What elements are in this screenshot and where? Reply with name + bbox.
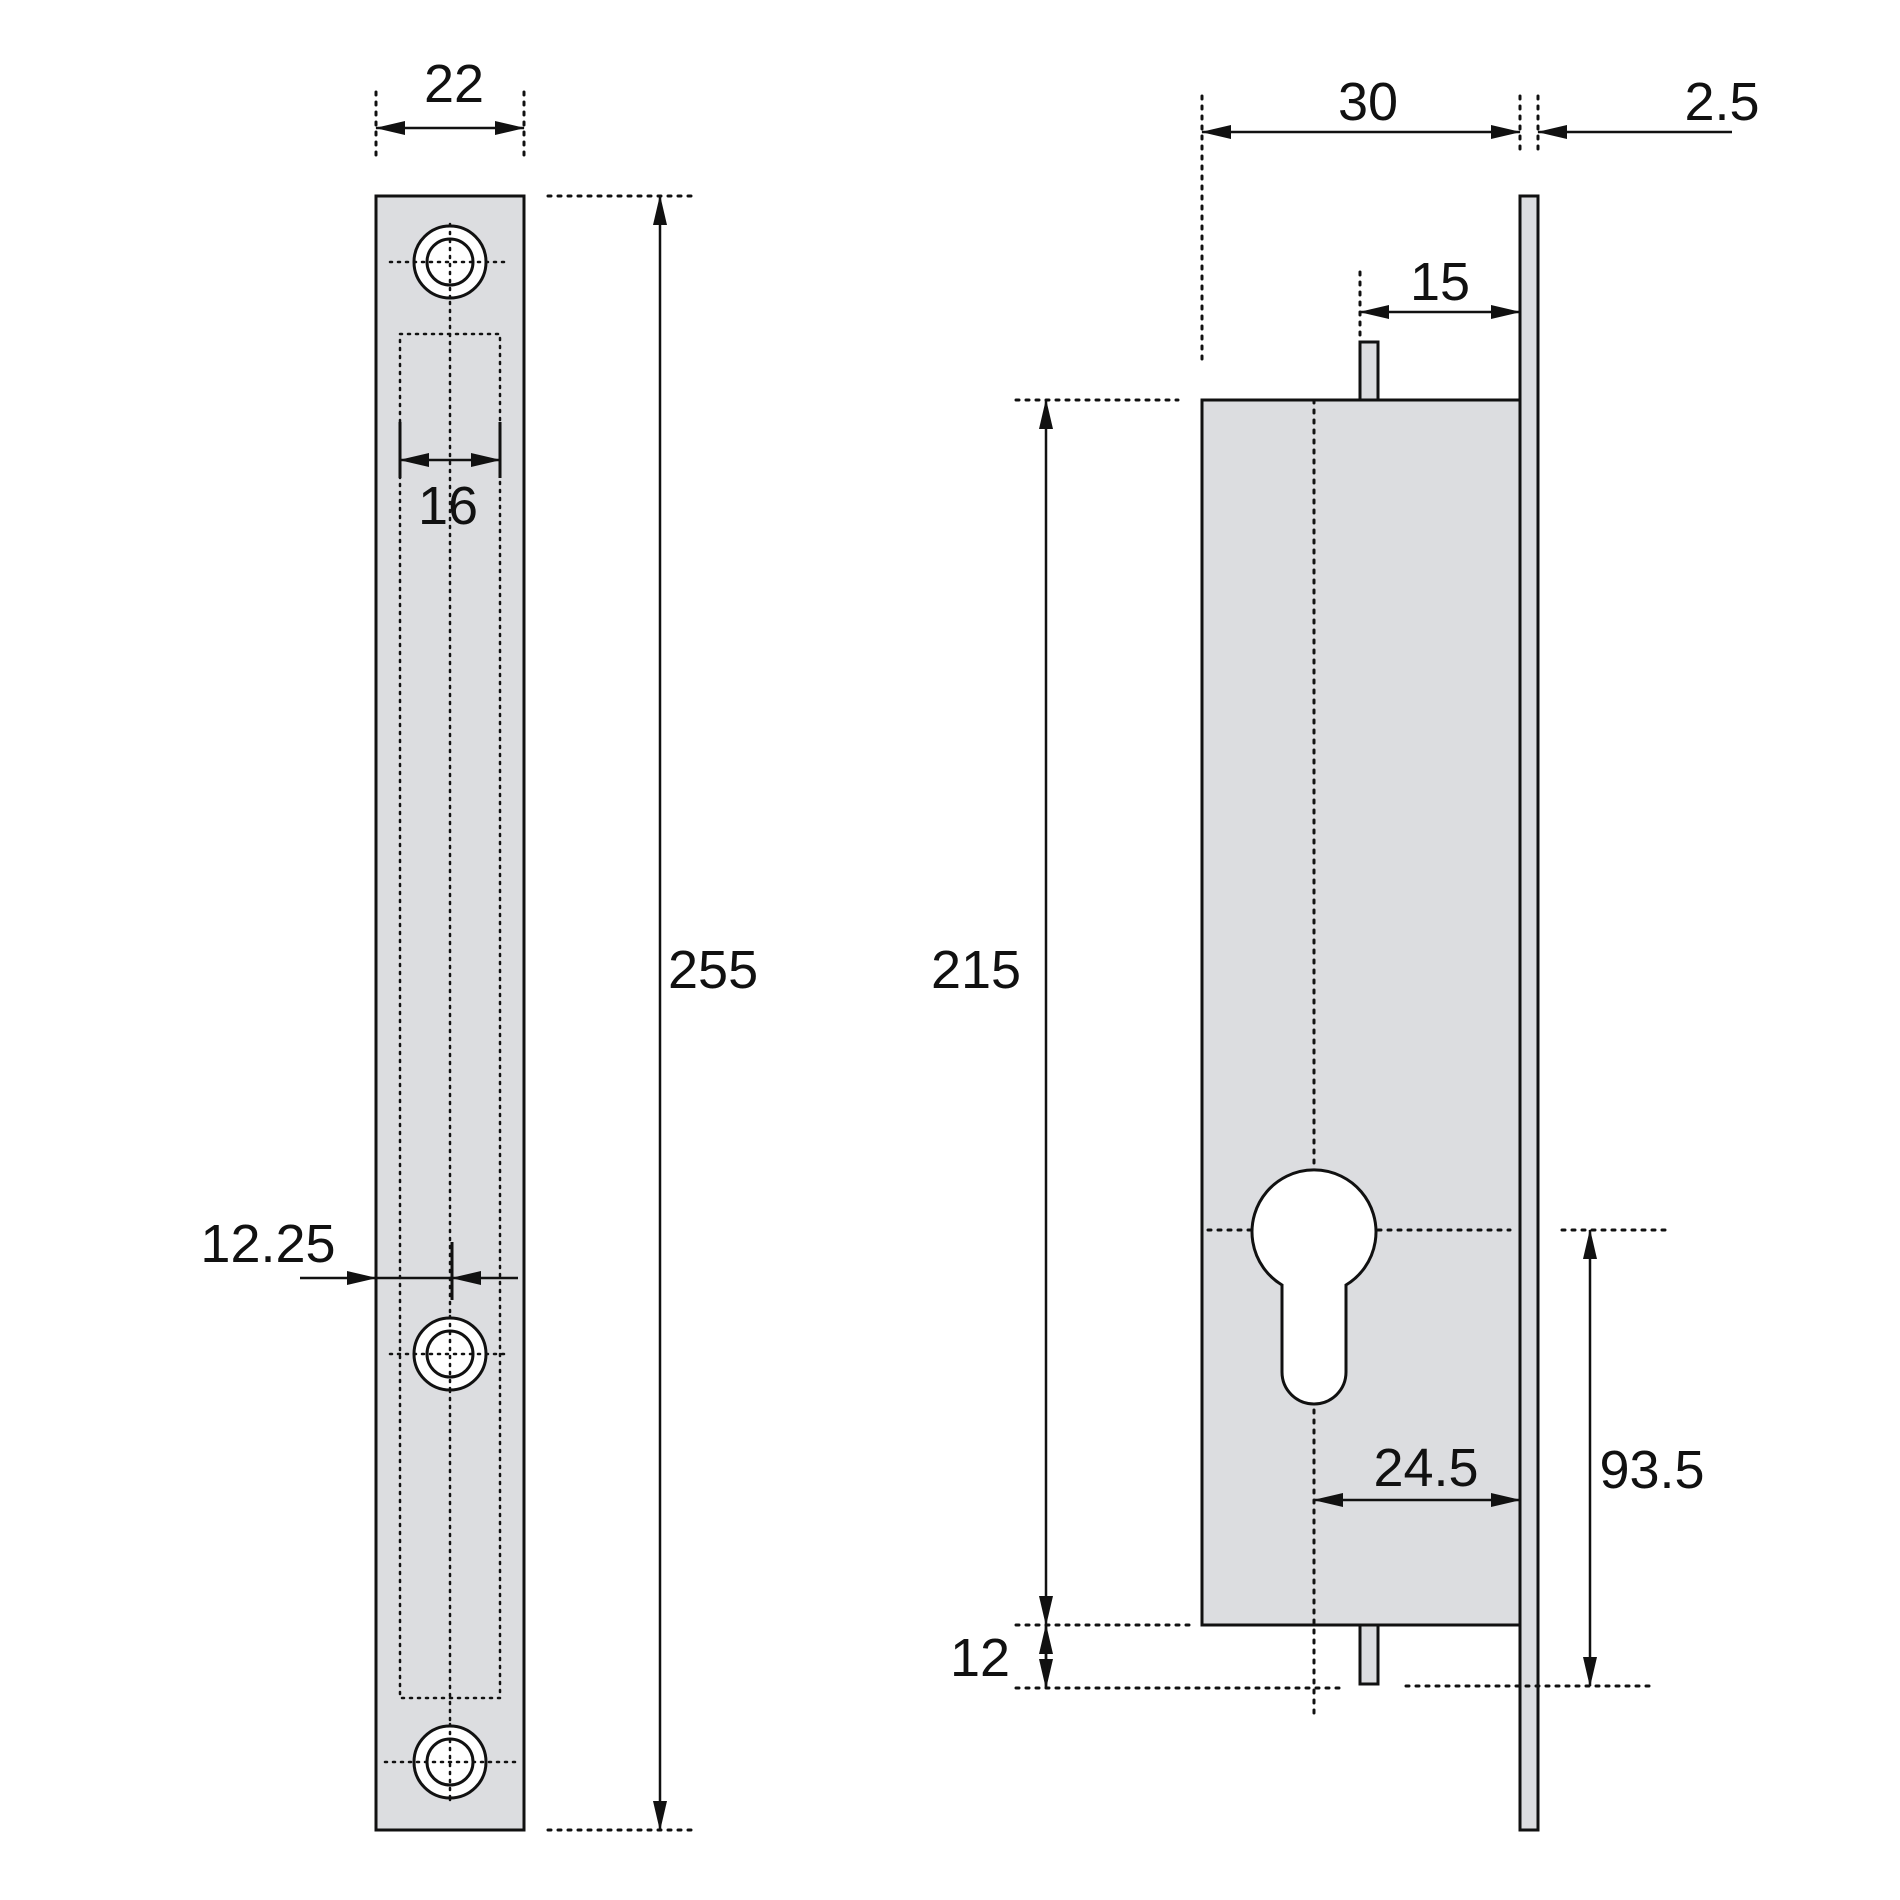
dimension-backset-24-5: 24.5 [1313, 1438, 1521, 1507]
screw-hole-bottom [383, 1722, 517, 1802]
screw-hole-middle [388, 1314, 512, 1394]
lock-body [1200, 398, 1524, 1627]
dimension-overhang-12: 12 [950, 1624, 1348, 1690]
dimension-slot-16: 16 [398, 422, 502, 536]
label-width: 22 [424, 54, 484, 114]
label-height: 255 [668, 940, 758, 1000]
top-bolt [1358, 340, 1380, 402]
side-view: 30 2.5 15 215 12 24. [931, 72, 1760, 1832]
euro-cylinder-cutout [1250, 1168, 1378, 1406]
dimension-depth-30: 30 [1200, 72, 1540, 362]
dimension-thickness-2-5: 2.5 [1537, 72, 1760, 139]
dimension-height-215: 215 [931, 398, 1194, 1627]
label-cylinder-height: 93.5 [1599, 1440, 1704, 1500]
label-cylinder-backset: 24.5 [1373, 1438, 1478, 1498]
faceplate-edge [1518, 194, 1540, 1832]
label-bolt-overhang: 12 [950, 1628, 1010, 1688]
bottom-bolt [1358, 1623, 1380, 1686]
dimension-width-22: 22 [374, 54, 526, 164]
dimension-bolt-15: 15 [1358, 252, 1521, 344]
label-body-height: 215 [931, 940, 1021, 1000]
dimension-height-255: 255 [546, 194, 758, 1832]
label-hole-offset: 12.25 [200, 1214, 335, 1274]
label-bolt-offset: 15 [1410, 252, 1470, 312]
dimension-offset-12-25: 12.25 [200, 1214, 518, 1300]
screw-hole-top [388, 222, 512, 302]
label-faceplate-thickness: 2.5 [1684, 72, 1759, 132]
label-slot-width: 16 [418, 476, 478, 536]
front-view: 22 255 16 12.25 [200, 54, 758, 1832]
dimension-cylinder-93-5: 93.5 [1404, 1228, 1705, 1688]
label-body-depth: 30 [1338, 72, 1398, 132]
